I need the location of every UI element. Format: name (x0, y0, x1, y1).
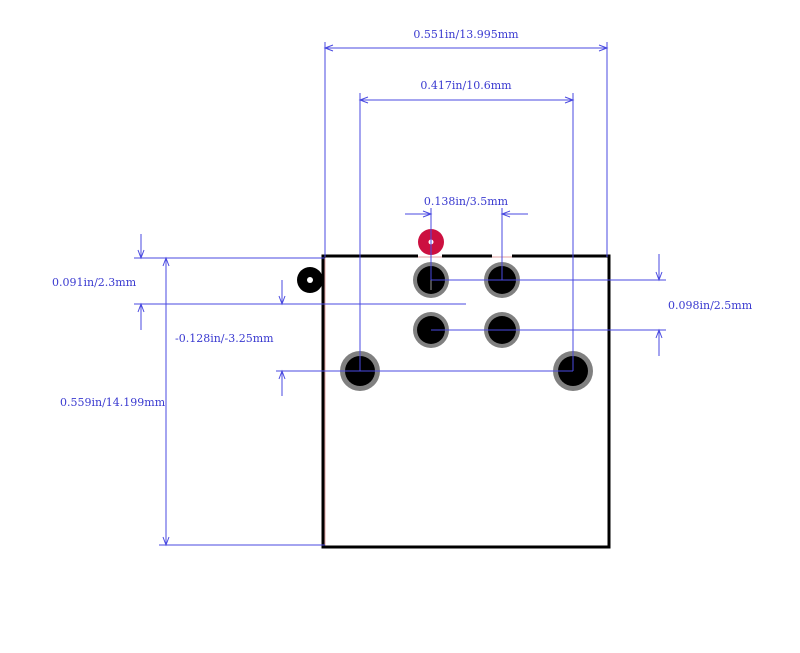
dim-overall-height-label: 0.559in/14.199mm (60, 396, 166, 409)
dim-pin-pitch-y-label: 0.098in/2.5mm (668, 299, 753, 312)
dim-pin-pitch-y: 0.098in/2.5mm (431, 254, 753, 356)
dim-mount-pitch-label: 0.417in/10.6mm (420, 79, 512, 92)
dim-top-offset-label: 0.091in/2.3mm (52, 276, 137, 289)
courtyard-outline (324, 256, 609, 547)
dim-overall-height: 0.559in/14.199mm (60, 256, 325, 547)
dim-mount-offset-y-label: -0.128in/-3.25mm (175, 332, 274, 345)
dim-pin-pitch-x-label: 0.138in/3.5mm (424, 195, 509, 208)
dim-mount-offset-y: -0.128in/-3.25mm (175, 280, 573, 396)
silkscreen-outline (321, 254, 611, 549)
dim-top-offset: 0.091in/2.3mm (52, 234, 466, 330)
dim-mount-pitch: 0.417in/10.6mm (358, 79, 575, 371)
dim-pin-pitch-x: 0.138in/3.5mm (405, 195, 528, 280)
dim-overall-width-label: 0.551in/13.995mm (413, 28, 519, 41)
black-dot-icon (297, 267, 323, 293)
dim-overall-width: 0.551in/13.995mm (323, 28, 609, 257)
